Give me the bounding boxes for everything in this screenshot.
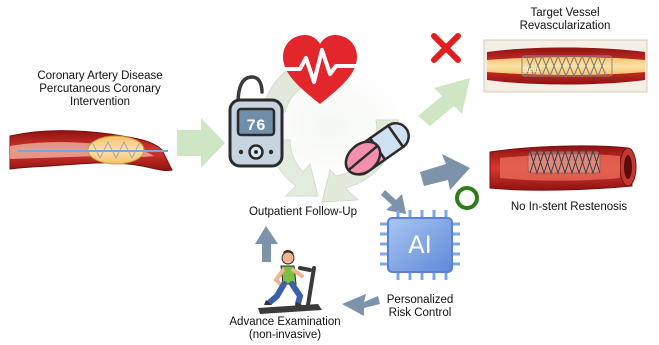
flow-arrow-to-ai (381, 190, 406, 214)
cad-label: Coronary Artery Disease Percutaneous Cor… (0, 70, 200, 109)
cad-label-line2: Percutaneous Coronary (39, 83, 161, 95)
heart-icon (279, 35, 361, 104)
green-circle-icon (455, 186, 479, 210)
ai-chip-icon (380, 210, 460, 280)
risk-label-line1: Personalized (386, 294, 454, 306)
tvr-label-line1: Target Vessel (530, 7, 600, 19)
no-isr-vessel-image (489, 145, 637, 191)
exam-label-line2: (non-invasive) (248, 329, 322, 341)
flow-arrow-to-followup (177, 118, 225, 168)
background-glow (210, 30, 450, 220)
tvr-label-line2: Revascularization (519, 20, 611, 32)
exam-label: Advance Examination (non-invasive) (215, 316, 355, 342)
red-x-icon (431, 33, 461, 63)
treadmill-runner-icon (258, 250, 322, 314)
ai-chip-label: AI (408, 231, 432, 259)
capsule-icon (344, 122, 410, 176)
flow-arrow-exam-to-followup (255, 226, 278, 262)
followup-label: Outpatient Follow-Up (248, 206, 358, 218)
flow-arrow-to-no-isr (420, 154, 470, 190)
stent-text: Stent (522, 67, 538, 74)
no-isr-label: No In-stent Restenosis (510, 201, 628, 213)
exam-label-line1: Advance Examination (229, 316, 341, 328)
flow-arrow-to-exam (342, 294, 380, 316)
cad-label-line3: Intervention (69, 96, 131, 108)
heart-rate-monitor-icon (228, 75, 284, 168)
risk-label-line2: Risk Control (388, 307, 452, 319)
cad-label-line1: Coronary Artery Disease (37, 70, 163, 82)
balloon-angioplasty-vessel (9, 130, 173, 171)
flow-arrow-to-tvr (418, 78, 470, 126)
monitor-value: 76 (246, 117, 265, 135)
tvr-label: Target Vessel Revascularization (495, 7, 635, 33)
tvr-vessel-image (483, 39, 648, 93)
risk-label: Personalized Risk Control (370, 294, 470, 320)
